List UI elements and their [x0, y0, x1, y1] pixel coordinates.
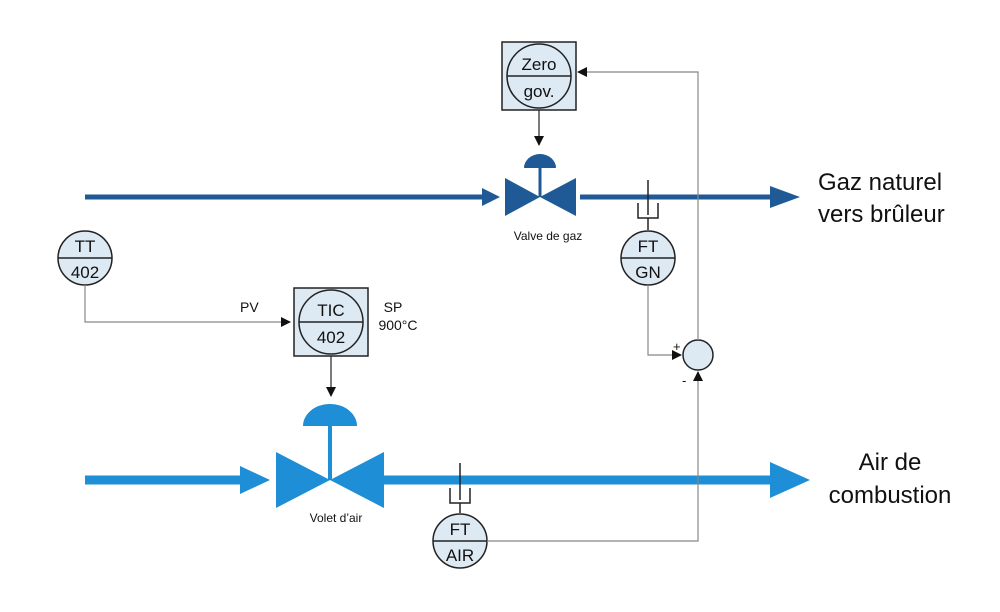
air-damper-body-right: [330, 452, 384, 508]
summer-junction: [682, 339, 714, 371]
summer[interactable]: + -: [673, 339, 714, 388]
air-destination-line1: Air de: [859, 449, 922, 476]
gas-inlet-arrow: [482, 188, 500, 206]
tic-loop: 402: [317, 328, 345, 347]
air-ft-loop: AIR: [446, 546, 474, 565]
gas-destination-line1: Gaz naturel: [818, 169, 942, 196]
air-destination-line2: combustion: [829, 482, 952, 509]
sp-value: 900°C: [378, 317, 417, 333]
air-ft-to-summer-signal: [487, 371, 703, 542]
air-damper-body-left: [276, 452, 330, 508]
gas-valve-body-left: [505, 178, 540, 216]
gas-destination-line2: vers brûleur: [818, 201, 945, 228]
air-damper-label: Volet d’air: [310, 511, 363, 525]
gas-valve-actuator: [524, 154, 556, 168]
summer-minus-sign: -: [682, 373, 686, 388]
air-flow-transmitter[interactable]: FT AIR: [432, 463, 488, 569]
zero-governor-line1: Zero: [522, 55, 557, 74]
temperature-transmitter[interactable]: TT 402: [57, 230, 113, 286]
tic-tag: TIC: [317, 301, 344, 320]
pv-label: PV: [240, 299, 259, 315]
air-ft-tag: FT: [450, 520, 471, 539]
gas-ft-loop: GN: [635, 263, 661, 282]
zero-governor-line2: gov.: [524, 82, 555, 101]
air-damper[interactable]: [276, 404, 384, 508]
zero-governor[interactable]: Zero gov.: [501, 41, 577, 111]
gas-valve-body-right: [540, 178, 576, 216]
gas-flow-transmitter[interactable]: FT GN: [620, 180, 676, 286]
air-inlet-arrow: [240, 466, 270, 494]
tt-to-tic-signal: [84, 285, 291, 327]
gas-line: [85, 186, 800, 208]
summer-to-governor-signal: [577, 67, 699, 340]
gas-valve-label: Valve de gaz: [514, 229, 583, 243]
temperature-controller[interactable]: TIC 402: [293, 287, 369, 357]
gas-valve[interactable]: [505, 154, 576, 216]
sp-label: SP: [384, 299, 403, 315]
air-outlet-arrow: [770, 462, 810, 498]
gas-outlet-arrow: [770, 186, 800, 208]
air-damper-actuator: [303, 404, 357, 426]
gas-ft-to-summer-signal: [647, 285, 682, 360]
tt-loop: 402: [71, 263, 99, 282]
tt-tag: TT: [75, 237, 96, 256]
gas-ft-tag: FT: [638, 237, 659, 256]
summer-plus-sign: +: [673, 339, 681, 354]
air-line: [85, 462, 810, 498]
